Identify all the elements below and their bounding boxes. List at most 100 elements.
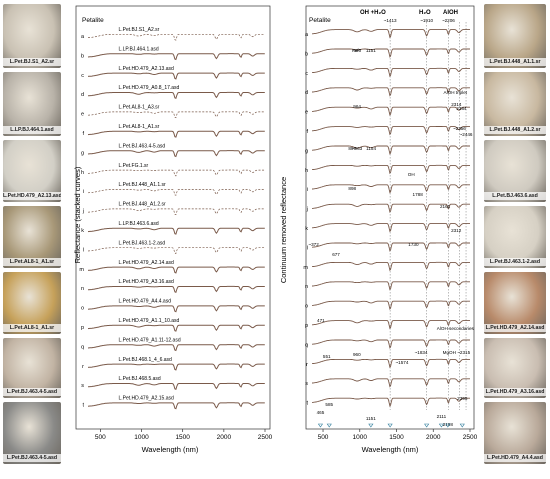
left-series-label: L.LP.BJ.463.6.asd: [118, 221, 158, 227]
right-series-letter: j: [306, 207, 308, 213]
annotation-label: MgOH ~2315: [443, 350, 471, 355]
right-series-letter: a: [305, 32, 309, 38]
annotation-label: 2111: [437, 414, 447, 419]
annotation-label: ~1910: [420, 18, 433, 23]
right-photo-6: L.Pet.HD.479_A4.4.asd: [484, 402, 546, 464]
left-series-line: [87, 402, 265, 410]
right-chart-title: Petalite: [309, 17, 331, 24]
left-series-label: L.Pet.BJ.448_A1.2.sr: [118, 202, 166, 208]
left-photo-caption: L.LP.BJ.464.1.asd: [3, 126, 61, 134]
right-series-letter: c: [305, 71, 308, 77]
right-photo-4: L.Pet.HD.479_A2.14.asd: [484, 272, 546, 334]
left-series-label: L.Pet.HD.479_A1.1_10.asd: [118, 318, 179, 324]
right-photo-3: L.Pet.BJ.463.1-2.asd: [484, 206, 546, 268]
right-series-line: [312, 29, 470, 39]
left-series-letter: f: [82, 131, 84, 137]
left-photo-caption: L.Pet.BJ.463.4-5.asd: [3, 454, 61, 462]
right-series-line: [312, 67, 470, 78]
left-series-label: L.Pet.BJ.468.5.asd: [118, 376, 160, 382]
annotation-label: 1788: [413, 192, 424, 197]
annotation-label: 2314: [451, 102, 462, 107]
right-photo-0: L.Pet.BJ.448_A1.1.sr: [484, 4, 546, 68]
x-tick-label: 500: [318, 434, 329, 441]
left-series-line: [87, 53, 265, 61]
left-series-letter: q: [81, 344, 84, 350]
right-series-letter: t: [306, 401, 308, 407]
left-series-line: [87, 344, 265, 352]
annotation-label: 2161: [440, 204, 451, 209]
left-series-label: L.Pet.HD.479_A1.11-12.asd: [118, 337, 180, 343]
left-series-letter: i: [83, 189, 84, 195]
left-series-letter: l: [83, 247, 84, 253]
annotation-label: 1151: [366, 416, 376, 421]
right-series-letter: d: [305, 90, 308, 96]
feature-marker: [387, 423, 393, 428]
annotation-label: 1151: [366, 48, 376, 53]
right-series-line: [312, 261, 470, 272]
right-series-line: [312, 320, 470, 330]
left-series-label: L.Pet.BJ.468.1_4_6.asd: [118, 357, 172, 363]
annotation-label: AlOH triplet: [444, 90, 468, 95]
right-series-line: [312, 184, 470, 194]
annotation-label: 2312: [451, 228, 462, 233]
left-plot-frame: [75, 5, 271, 430]
annotation-label: 2395: [457, 396, 468, 401]
left-photo-4: L.Pet.AL8-1_A1.sr: [3, 272, 61, 334]
right-series-letter: f: [306, 129, 308, 135]
left-series-line: [87, 169, 265, 177]
left-series-line: [87, 150, 265, 158]
right-series-line: [312, 126, 470, 136]
x-tick-label: 1500: [175, 434, 190, 441]
annotation-label: ~2446: [460, 132, 473, 137]
x-tick-label: 1000: [353, 434, 368, 441]
left-series-label: L.Pet.BJ.463.4-5.asd: [118, 143, 165, 149]
right-plot-frame: [305, 5, 475, 430]
annotation-label: ~1834: [415, 350, 428, 355]
annotation-label: AlOH secondaries: [437, 326, 475, 331]
annotation-label: 898: [348, 186, 356, 191]
left-series-letter: t: [82, 403, 84, 409]
left-series-letter: n: [81, 286, 84, 292]
x-tick-label: 1500: [389, 434, 404, 441]
left-series-label: L.Pet.HD.479_A2.15.asd: [118, 396, 174, 402]
right-photo-2: L.Pet.BJ.463.6.asd: [484, 140, 546, 202]
x-tick-label: 2000: [426, 434, 441, 441]
annotation-label: ~1413: [384, 18, 397, 23]
left-photo-caption: L.Pet.HD.479_A2.13.asd: [3, 192, 61, 200]
right-photo-caption: L.Pet.HD.479_A2.14.asd: [484, 324, 546, 332]
right-series-letter: g: [305, 148, 308, 154]
left-photo-5: L.Pet.BJ.463.4-5.asd: [3, 338, 61, 398]
left-chart-title: Petalite: [82, 17, 104, 24]
right-series-letter: s: [305, 381, 308, 387]
left-series-letter: k: [81, 228, 84, 234]
annotation-label: 1730: [408, 242, 419, 247]
left-series-line: [87, 266, 265, 274]
right-series-line: [312, 145, 470, 155]
left-series-line: [87, 363, 265, 371]
left-series-letter: p: [81, 325, 84, 331]
feature-marker: [317, 423, 324, 428]
right-photo-caption: L.Pet.BJ.463.6.asd: [484, 192, 546, 200]
right-series-line: [312, 223, 470, 233]
feature-marker: [438, 423, 444, 428]
x-tick-label: 2000: [217, 434, 232, 441]
left-series-letter: d: [81, 92, 84, 98]
right-photo-caption: L.Pet.HD.479_A3.16.asd: [484, 388, 546, 396]
right-series-letter: p: [305, 323, 308, 329]
feature-marker: [424, 423, 430, 428]
left-series-line: [87, 130, 265, 138]
x-tick-label: 500: [95, 434, 106, 441]
annotation-label: 897: [348, 146, 356, 151]
right-series-line: [312, 106, 470, 117]
left-series-line: [87, 72, 265, 80]
left-series-letter: e: [81, 112, 84, 118]
right-series-line: [312, 397, 470, 408]
left-photo-2: L.Pet.HD.479_A2.13.asd: [3, 140, 61, 202]
annotation-label: ~2206: [442, 18, 455, 23]
header-h2o: H₂O: [419, 10, 431, 16]
left-series-letter: c: [81, 73, 84, 79]
left-series-label: L.Pet.HD.479_A2.13.asd: [118, 66, 174, 72]
right-series-letter: b: [305, 51, 308, 57]
header-oh-h2o: OH +H₂O: [360, 10, 386, 16]
